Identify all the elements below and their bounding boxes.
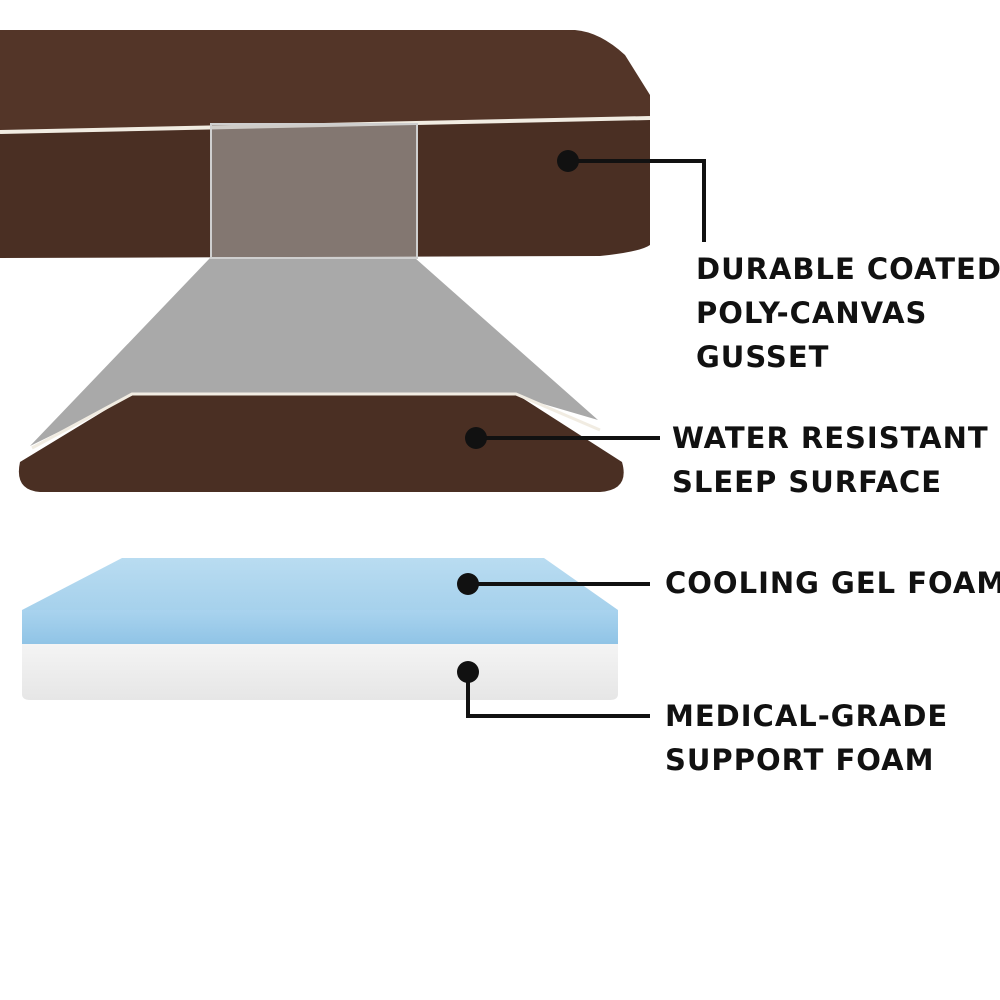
sleep-surface-patch — [18, 394, 624, 492]
support-foam-callout-label: MEDICAL-GRADE SUPPORT FOAM — [665, 694, 948, 782]
callout-dots — [457, 150, 579, 683]
gel-foam-side — [22, 610, 618, 644]
sleep-surface-label-line-2: SLEEP SURFACE — [672, 465, 943, 499]
support-leader — [466, 672, 650, 718]
callout-lines — [466, 159, 706, 718]
sleep-surface-piping — [31, 392, 601, 450]
cover-top-surface — [0, 30, 650, 132]
gusset-dot — [557, 150, 579, 172]
foam-stack — [22, 558, 618, 700]
zoom-window — [210, 123, 418, 259]
cooling-gel-label-line-1: COOLING GEL FOAM — [665, 566, 1000, 600]
gel-dot — [457, 573, 479, 595]
zoom-cone — [30, 258, 598, 446]
support-dot — [457, 661, 479, 683]
gel-foam-top — [22, 558, 618, 610]
support-foam-side — [22, 644, 618, 700]
gusset-label-line-2: POLY-CANVAS — [696, 296, 928, 330]
sleep-surface-label-line-1: WATER RESISTANT — [672, 421, 989, 455]
support-foam-label-line-2: SUPPORT FOAM — [665, 743, 935, 777]
support-foam-label-line-1: MEDICAL-GRADE — [665, 699, 949, 733]
gusset-label-line-3: GUSSET — [696, 340, 830, 374]
cooling-gel-callout-label: COOLING GEL FOAM — [665, 561, 1000, 605]
gusset-leader — [568, 159, 706, 242]
zoomed-sleep-surface — [18, 392, 624, 492]
surface-dot — [465, 427, 487, 449]
gusset-label-line-1: DURABLE COATED — [696, 252, 1000, 286]
zoom-projection — [30, 123, 598, 446]
sleep-surface-callout-label: WATER RESISTANT SLEEP SURFACE — [672, 416, 989, 504]
gusset-callout-label: DURABLE COATED POLY-CANVAS GUSSET — [696, 247, 1000, 379]
